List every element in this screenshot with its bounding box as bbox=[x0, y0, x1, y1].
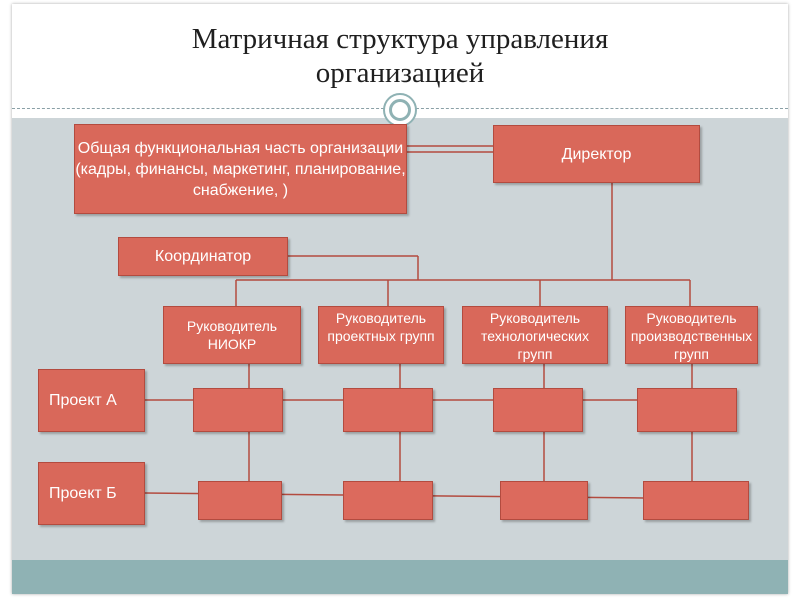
matrix-cell-b1 bbox=[198, 481, 282, 520]
functional-part-box: Общая функциональная часть организации (… bbox=[74, 124, 407, 214]
matrix-cell-a1 bbox=[193, 388, 283, 432]
project-a-box: Проект А bbox=[38, 369, 145, 432]
manager-tech-groups-box: Руководитель технологических групп bbox=[462, 306, 608, 364]
coordinator-box: Координатор bbox=[118, 237, 288, 276]
director-box: Директор bbox=[493, 125, 700, 183]
slide-title: Матричная структура управления организац… bbox=[0, 22, 800, 90]
manager-production-groups-box: Руководитель производственных групп bbox=[625, 306, 758, 364]
matrix-cell-a2 bbox=[343, 388, 433, 432]
ring-ornament-icon bbox=[383, 93, 417, 127]
title-line-2: организацией bbox=[315, 57, 485, 89]
matrix-cell-b2 bbox=[343, 481, 433, 520]
matrix-cell-a4 bbox=[637, 388, 737, 432]
footer-band bbox=[12, 560, 788, 594]
manager-niokr-box: Руководитель НИОКР bbox=[163, 306, 301, 364]
manager-project-groups-box: Руководитель проектных групп bbox=[318, 306, 444, 364]
matrix-cell-b4 bbox=[643, 481, 749, 520]
matrix-cell-b3 bbox=[500, 481, 588, 520]
title-line-1: Матричная структура управления bbox=[191, 23, 609, 55]
matrix-cell-a3 bbox=[493, 388, 583, 432]
project-b-box: Проект Б bbox=[38, 462, 145, 525]
